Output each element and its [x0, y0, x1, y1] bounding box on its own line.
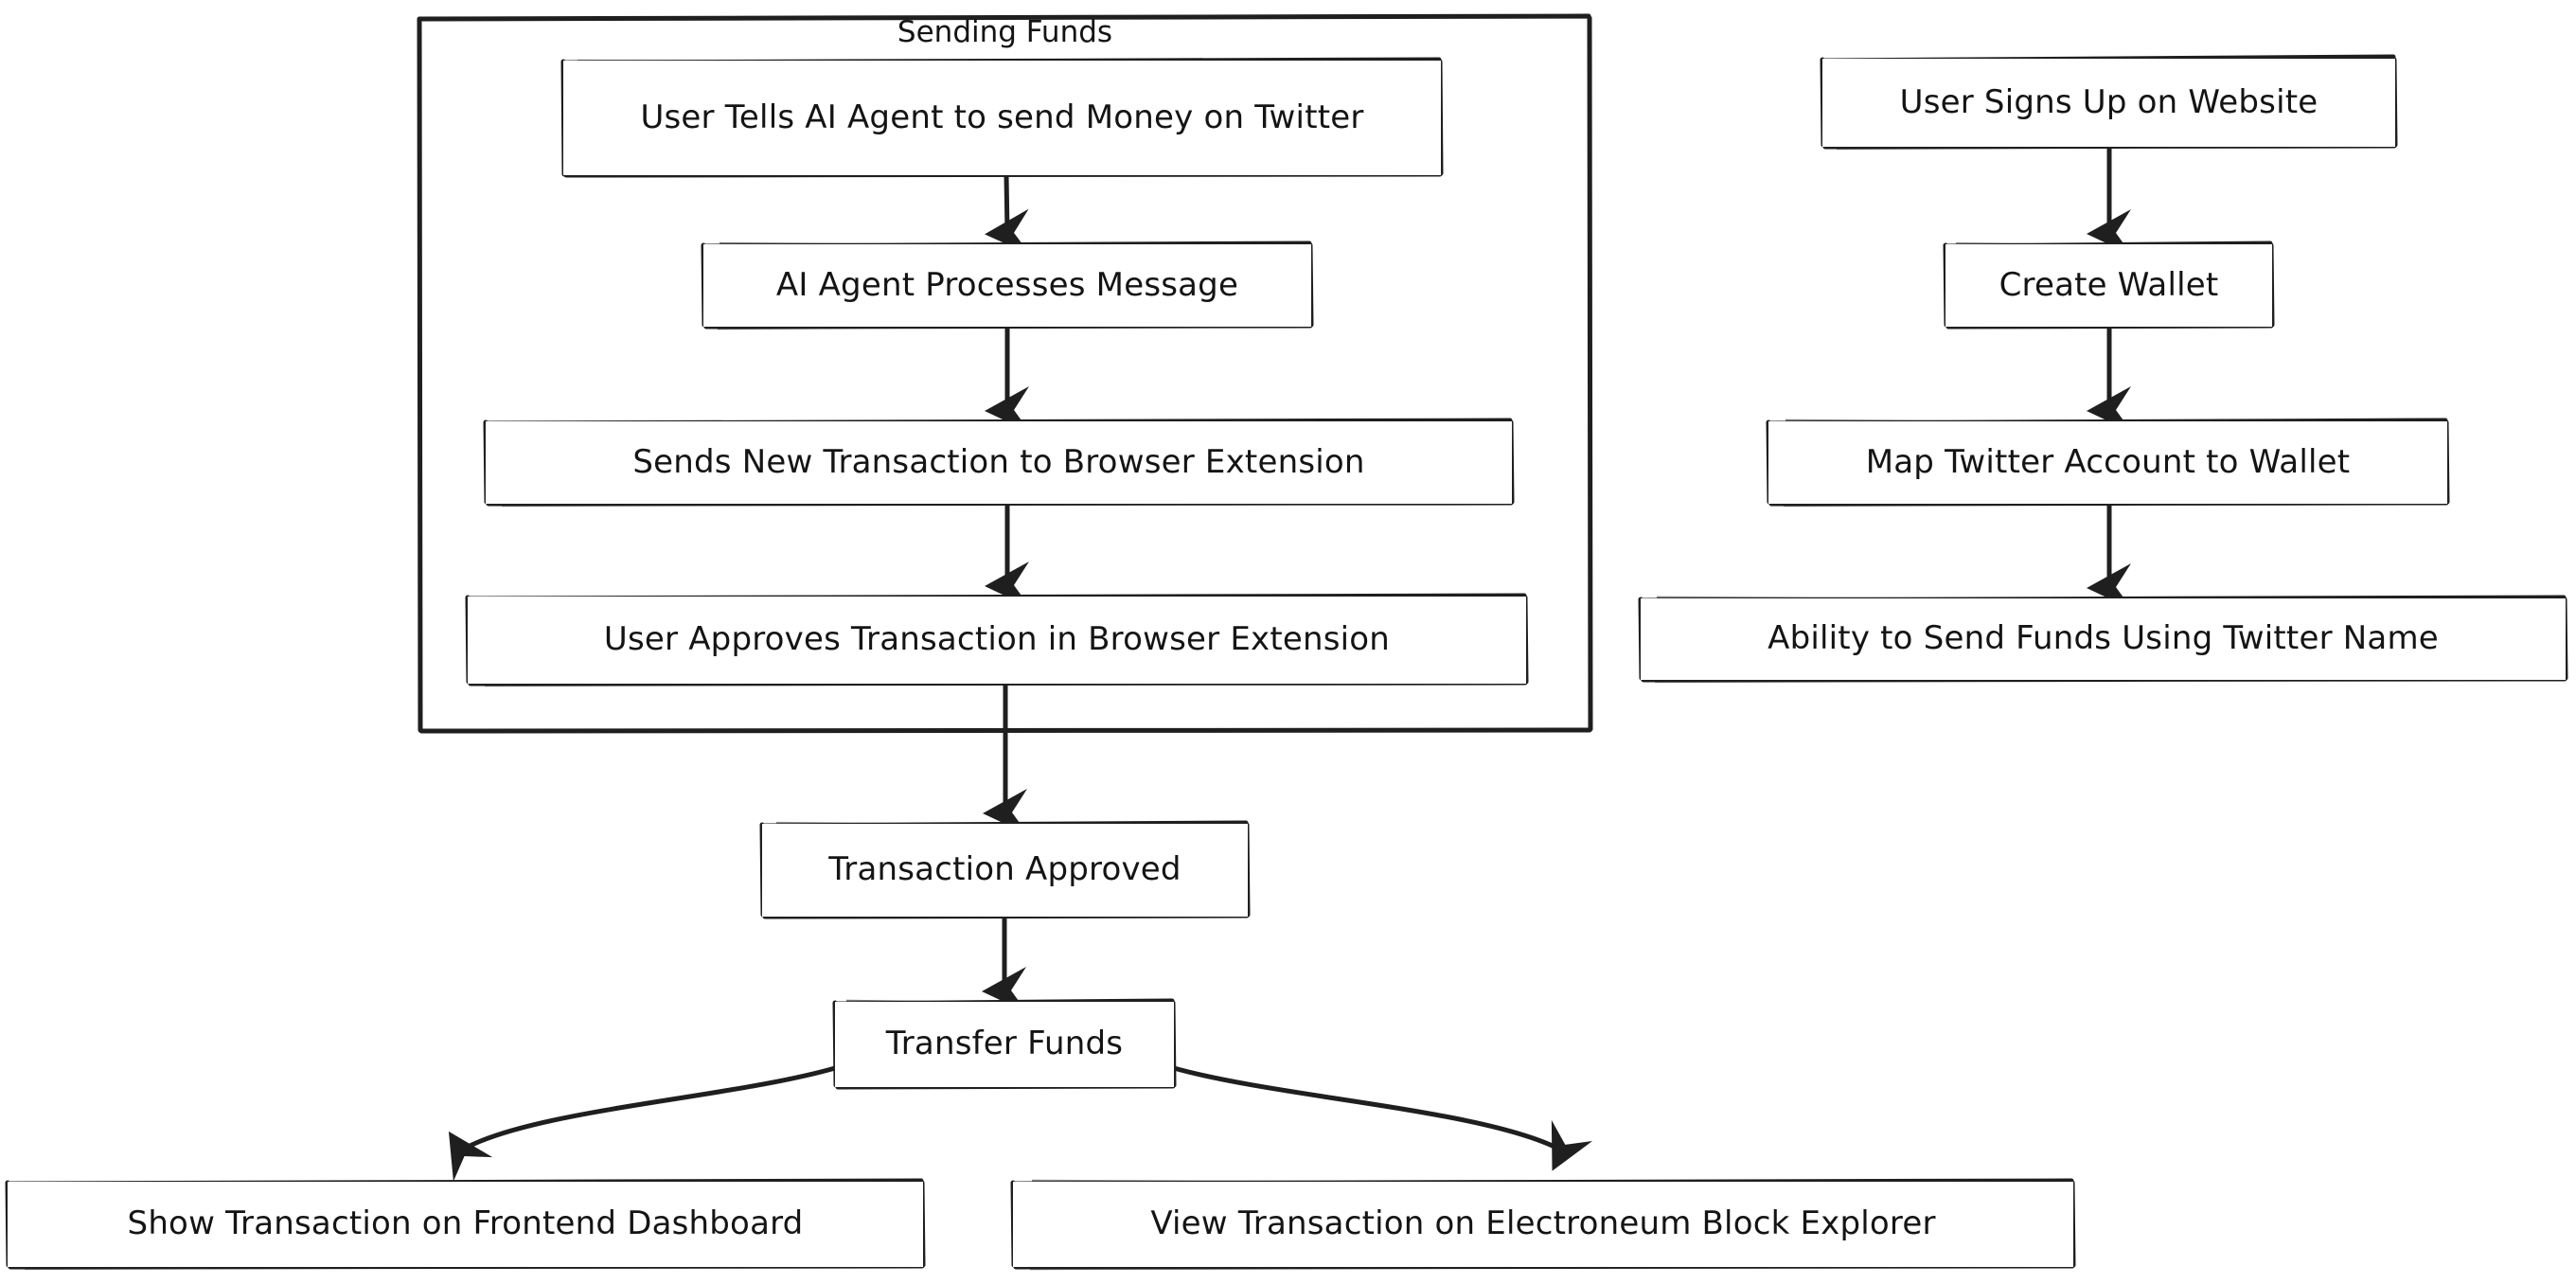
node-r2-label: Create Wallet [1999, 265, 2219, 304]
node-r1-label: User Signs Up on Website [1899, 82, 2318, 121]
node-n7-label: Show Transaction on Frontend Dashboard [127, 1204, 804, 1243]
node-r3[interactable]: Map Twitter Account to Wallet [1768, 421, 2447, 504]
node-n2[interactable]: AI Agent Processes Message [703, 244, 1311, 327]
node-r4-label: Ability to Send Funds Using Twitter Name [1768, 619, 2439, 658]
node-r3-label: Map Twitter Account to Wallet [1865, 442, 2351, 481]
node-r2[interactable]: Create Wallet [1945, 244, 2272, 327]
edge-n6-n7 [448, 1065, 838, 1182]
node-n1[interactable]: User Tells AI Agent to send Money on Twi… [563, 61, 1441, 175]
node-n2-label: AI Agent Processes Message [775, 265, 1239, 304]
node-n7[interactable]: Show Transaction on Frontend Dashboard [8, 1182, 923, 1267]
node-n3[interactable]: Sends New Transaction to Browser Extensi… [486, 421, 1512, 504]
node-n4[interactable]: User Approves Transaction in Browser Ext… [468, 597, 1526, 684]
node-n6-label: Transfer Funds [885, 1025, 1124, 1063]
node-n8-label: View Transaction on Electroneum Block Ex… [1150, 1204, 1936, 1243]
node-n5[interactable]: Transaction Approved [762, 824, 1248, 917]
node-n4-label: User Approves Transaction in Browser Ext… [603, 620, 1391, 659]
node-r4[interactable]: Ability to Send Funds Using Twitter Name [1641, 598, 2566, 680]
node-n1-label: User Tells AI Agent to send Money on Twi… [640, 98, 1364, 136]
node-r1[interactable]: User Signs Up on Website [1822, 59, 2395, 147]
node-n8[interactable]: View Transaction on Electroneum Block Ex… [1013, 1182, 2073, 1267]
edge-n1-n2 [985, 173, 1031, 256]
node-n6[interactable]: Transfer Funds [835, 1002, 1174, 1087]
node-n5-label: Transaction Approved [828, 850, 1181, 889]
cluster-title-sending-funds: Sending Funds [897, 15, 1113, 49]
node-n3-label: Sends New Transaction to Browser Extensi… [632, 442, 1365, 481]
edge-n6-n8 [1171, 1065, 1593, 1171]
